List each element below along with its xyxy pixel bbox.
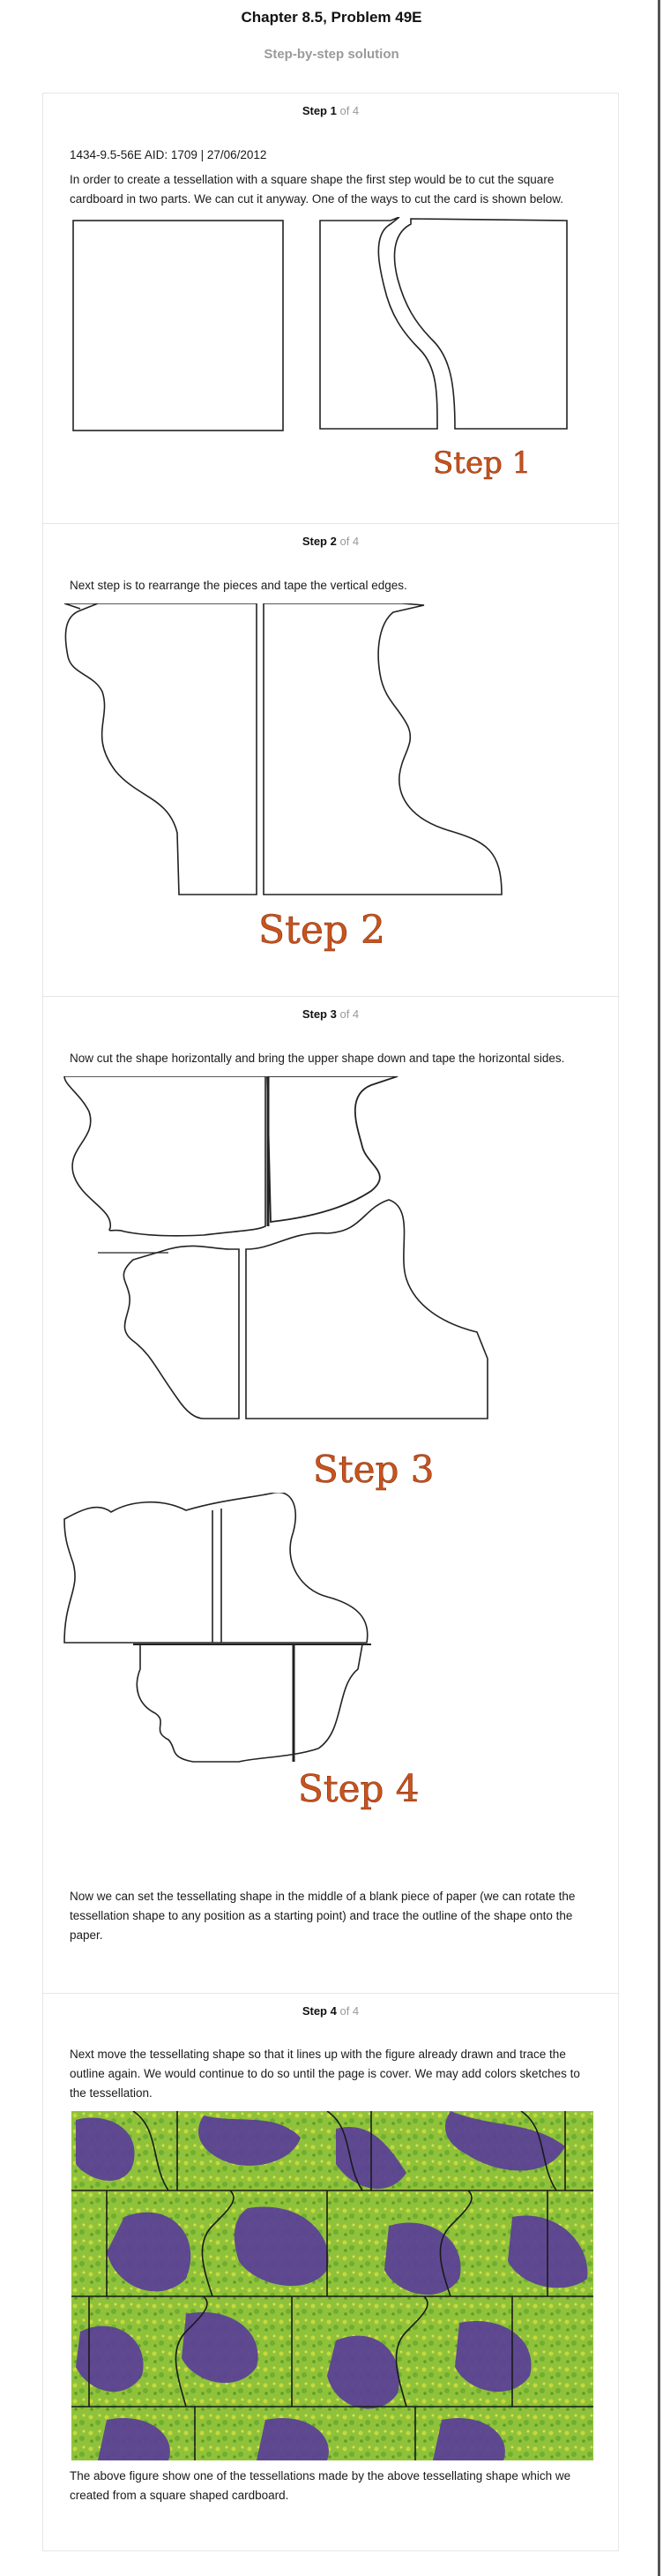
step-2-card: Step 2 of 4 Next step is to rearrange th…: [42, 523, 619, 996]
step-4-text-2: The above figure show one of the tessell…: [70, 2469, 571, 2502]
step-1-label: Step 1 of 4: [302, 104, 360, 117]
step-2-text: Next step is to rearrange the pieces and…: [70, 579, 407, 592]
step-1-figure: Step 1: [72, 217, 568, 481]
step-3-figure: Step 3: [63, 1076, 488, 1491]
step-3-caption: Step 3: [313, 1448, 434, 1491]
step-1-text: In order to create a tessellation with a…: [70, 173, 564, 206]
page-right-border: [658, 0, 660, 2576]
step-1-card: Step 1 of 4 1434-9.5-56E AID: 1709 | 27/…: [42, 93, 619, 523]
step-3-text-2: Now we can set the tessellating shape in…: [70, 1890, 576, 1942]
step-4-label: Step 4 of 4: [302, 2004, 360, 2018]
step-2-figure: Step 2: [63, 603, 503, 953]
step-3-text: Now cut the shape horizontally and bring…: [70, 1052, 565, 1065]
step-4-text: Next move the tessellating shape so that…: [70, 2048, 580, 2100]
tessellation-figure: [71, 2111, 593, 2460]
page-subtitle: Step-by-step solution: [264, 47, 399, 62]
step-4-caption: Step 4: [298, 1767, 419, 1810]
step-4-card: Step 4 of 4 Next move the tessellating s…: [42, 1993, 619, 2551]
step-3-label: Step 3 of 4: [302, 1007, 360, 1021]
step-1-caption: Step 1: [433, 446, 531, 481]
step-3-card: Step 3 of 4 Now cut the shape horizontal…: [42, 996, 619, 1993]
step-1-meta: 1434-9.5-56E AID: 1709 | 27/06/2012: [70, 148, 267, 161]
step-4-figure: Step 4: [63, 1493, 420, 1810]
step-2-label: Step 2 of 4: [302, 535, 360, 548]
step-2-caption: Step 2: [258, 908, 385, 953]
page-title: Chapter 8.5, Problem 49E: [241, 9, 422, 26]
